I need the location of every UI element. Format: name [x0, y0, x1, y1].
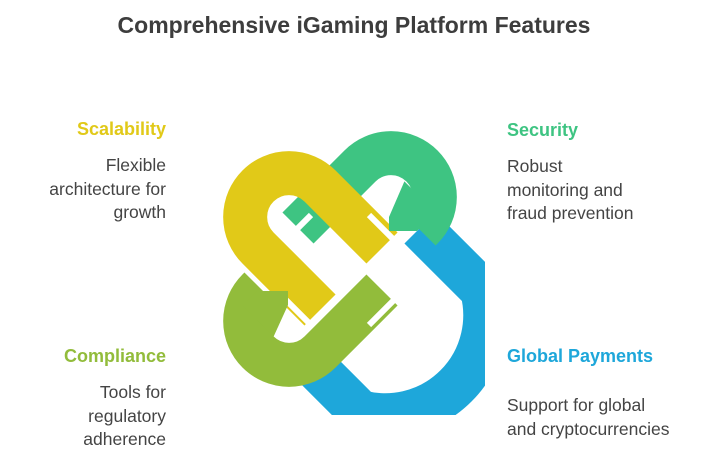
- crossing-gap: [282, 296, 314, 328]
- compliance-title: Compliance: [63, 346, 166, 366]
- global-payments-desc-line: and cryptocurrencies: [507, 418, 670, 439]
- scalability-description: Flexible architecture for growth: [49, 154, 166, 225]
- global-payments-loop: [282, 212, 485, 415]
- security-desc-line: Robust: [507, 156, 563, 176]
- scalability-loop: [223, 151, 398, 326]
- security-description: Robust monitoring and fraud prevention: [507, 155, 633, 226]
- compliance-desc-line: regulatory: [88, 405, 166, 426]
- feature-scalability: Scalability Flexible architecture for gr…: [49, 118, 166, 225]
- security-desc-line: fraud prevention: [507, 203, 634, 223]
- compliance-loop-tip: [242, 291, 288, 337]
- interlocking-knot-graphic: [223, 131, 485, 415]
- crossing-gap: [366, 212, 398, 244]
- compliance-desc-line: adherence: [83, 429, 166, 449]
- scalability-desc-line: growth: [113, 202, 166, 222]
- global-payments-desc-line: Support for global: [507, 395, 646, 415]
- security-desc-line: monitoring and: [507, 179, 623, 200]
- global-payments-title: Global Payments: [507, 346, 654, 366]
- scalability-desc-line: Flexible: [105, 155, 166, 175]
- global-payments-description: Support for global and cryptocurrencies: [507, 394, 669, 441]
- scalability-desc-line: architecture for: [49, 178, 166, 199]
- compliance-desc-line: Tools for: [99, 382, 166, 402]
- security-loop-tip: [389, 181, 436, 231]
- feature-global-payments: Global Payments Support for global and c…: [507, 345, 669, 441]
- feature-security: Security Robust monitoring and fraud pre…: [507, 119, 633, 226]
- diagram-title: Comprehensive iGaming Platform Features: [117, 12, 591, 38]
- compliance-description: Tools for regulatory adherence: [64, 381, 166, 452]
- crossing-gap: [366, 296, 398, 328]
- feature-compliance: Compliance Tools for regulatory adherenc…: [64, 345, 166, 452]
- security-title: Security: [507, 120, 579, 140]
- scalability-title: Scalability: [76, 119, 166, 139]
- crossing-gap: [282, 212, 314, 244]
